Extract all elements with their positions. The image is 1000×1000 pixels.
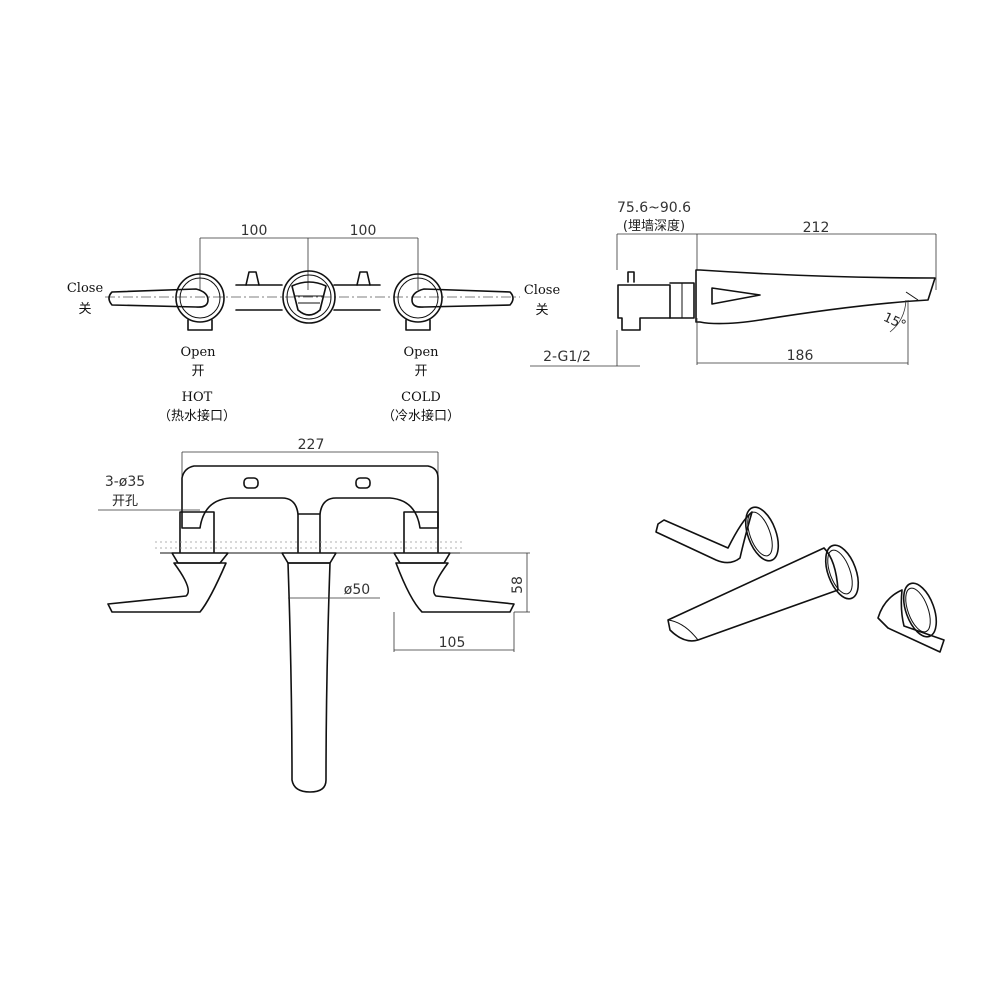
- persp-spout-outlet: [667, 619, 699, 641]
- spout-outlet: [905, 291, 919, 301]
- angle-label: 15°: [881, 310, 908, 333]
- left-lever-top: [107, 562, 227, 613]
- close-right-cn: 关: [535, 303, 548, 318]
- spout-front: [291, 281, 327, 316]
- body-spout-pipe: [297, 513, 321, 553]
- depth-cn-label: (埋墙深度): [623, 218, 685, 234]
- open-left-label: Open: [180, 345, 216, 360]
- spout-escutcheon-inner: [286, 274, 332, 320]
- close-right-label: Close: [524, 283, 561, 298]
- left-valve-stub: [187, 319, 213, 331]
- perspective-view: [655, 506, 945, 653]
- cold-label: COLD: [401, 390, 441, 405]
- spout-front-detail: [295, 295, 323, 304]
- mount-tab-right: [356, 271, 371, 286]
- persp-right-rose: [902, 582, 938, 638]
- front-view: 100 100 Close 关 Close 关 Open 开 Open 开 HO…: [67, 223, 561, 424]
- mount-tab-left: [245, 271, 260, 286]
- spout-side-facet: [711, 287, 761, 305]
- body-slot-right: [355, 477, 371, 489]
- width-label: 227: [298, 437, 325, 453]
- valve-stem: [627, 271, 635, 283]
- close-left-cn: 关: [78, 302, 91, 317]
- left-rose-top: [171, 552, 229, 564]
- spout-dia-label: ø50: [344, 582, 370, 598]
- right-rose-top: [393, 552, 451, 564]
- top-view: 227 3-ø35 开孔 ø50 58 105: [98, 437, 530, 793]
- thread-label: 2-G1/2: [543, 349, 591, 365]
- hot-label: HOT: [182, 390, 213, 405]
- holes-cn-label: 开孔: [112, 494, 138, 509]
- valve-body: [617, 284, 671, 331]
- body-valve-pipes: [179, 511, 439, 553]
- close-left-label: Close: [67, 281, 104, 296]
- angle-arc: [889, 299, 907, 333]
- left-escutcheon: [175, 273, 225, 323]
- right-escutcheon-inner: [397, 277, 439, 319]
- persp-right-lever: [877, 589, 945, 653]
- spout-top: [287, 562, 331, 793]
- spout-rose-top: [281, 552, 337, 564]
- persp-spout-rose-inner: [827, 549, 853, 595]
- holes-label: 3-ø35: [105, 474, 145, 490]
- persp-spout-rose: [824, 544, 860, 600]
- persp-spout-body: [667, 547, 839, 642]
- dim-left-label: 100: [241, 223, 268, 239]
- hot-cn-label: （热水接口）: [158, 408, 236, 424]
- height-label: 58: [510, 576, 526, 594]
- right-valve-stub: [405, 319, 431, 331]
- persp-right-rose-inner: [905, 587, 931, 633]
- cold-cn-label: （冷水接口）: [382, 408, 460, 424]
- right-lever: [411, 288, 514, 308]
- body-slot-left: [243, 477, 259, 489]
- handle-len-label: 105: [439, 635, 466, 651]
- open-right-label: Open: [403, 345, 439, 360]
- left-lever: [108, 288, 209, 308]
- depth-range-label: 75.6~90.6: [617, 200, 691, 216]
- side-view: 75.6~90.6 (埋墙深度) 212 15° 186 2-G1/2: [530, 200, 937, 367]
- spout-side: [695, 269, 936, 325]
- open-right-cn: 开: [414, 364, 427, 379]
- persp-left-lever: [655, 511, 753, 564]
- persp-left-rose: [744, 506, 780, 562]
- length-bottom-label: 186: [787, 348, 814, 364]
- right-escutcheon: [393, 273, 443, 323]
- concealed-body: [181, 465, 439, 529]
- left-escutcheon-inner: [179, 277, 221, 319]
- length-top-label: 212: [803, 220, 830, 236]
- open-left-cn: 开: [191, 364, 204, 379]
- dim-right-label: 100: [350, 223, 377, 239]
- spout-escutcheon: [282, 270, 336, 324]
- right-lever-top: [395, 562, 515, 613]
